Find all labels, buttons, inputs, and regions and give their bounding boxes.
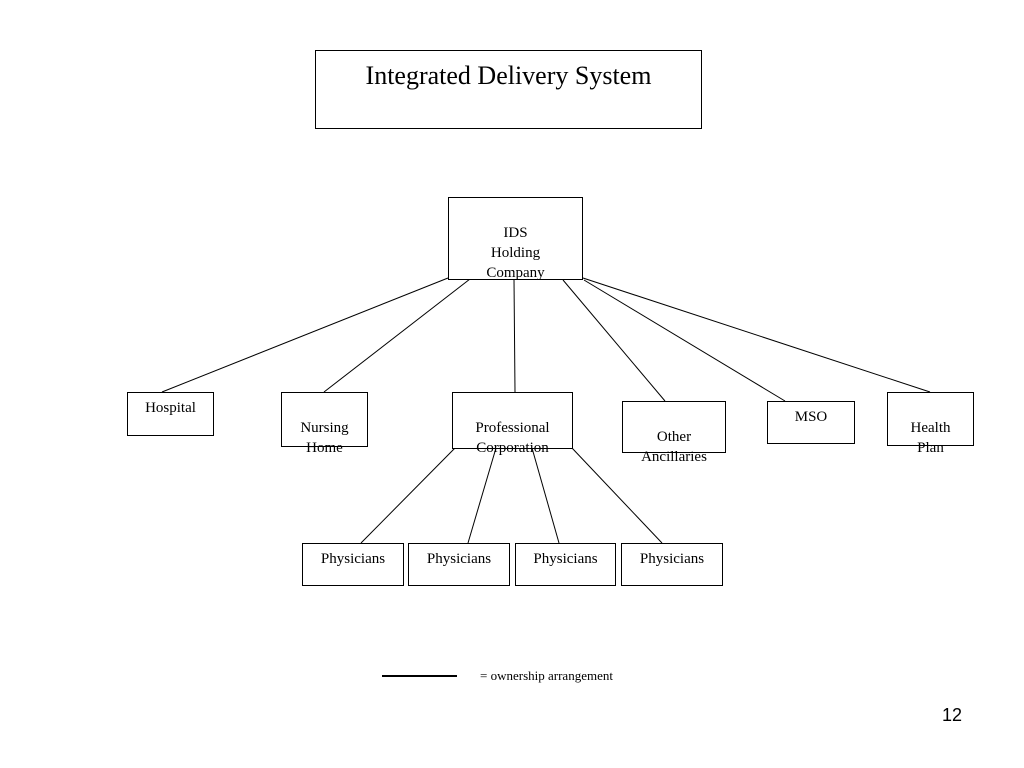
health-plan-box: Health Plan bbox=[887, 392, 974, 456]
connector-holding-professional-corporation bbox=[513, 278, 516, 393]
connector-holding-health-plan bbox=[582, 277, 931, 393]
title-box: Integrated Delivery System bbox=[315, 50, 702, 129]
connector-pc-physicians-2 bbox=[467, 447, 497, 544]
connector-holding-nursing-home bbox=[323, 278, 471, 393]
physicians-label: Physicians bbox=[426, 551, 492, 567]
other-ancillaries-box: Other Ancillaries bbox=[622, 401, 726, 465]
legend-label: = ownership arrangement bbox=[480, 668, 613, 683]
page-number: 12 bbox=[941, 705, 962, 725]
physicians-box: Physicians bbox=[408, 543, 510, 586]
professional-corporation-box: Professional Corporation bbox=[452, 392, 573, 456]
physicians-label: Physicians bbox=[533, 551, 598, 567]
physicians-label: Physicians bbox=[320, 551, 386, 567]
connector-pc-physicians-4 bbox=[571, 447, 663, 544]
legend-line-sample bbox=[382, 675, 457, 677]
connector-pc-physicians-1 bbox=[360, 447, 456, 544]
health-plan-label: Health Plan bbox=[910, 420, 951, 456]
nursing-home-label: Nursing Home bbox=[300, 420, 349, 456]
mso-box: MSO bbox=[767, 401, 855, 444]
ids-holding-company-label: IDS Holding Company bbox=[486, 225, 545, 281]
hospital-box: Hospital bbox=[127, 392, 214, 436]
physicians-box: Physicians bbox=[515, 543, 616, 586]
physicians-box: Physicians bbox=[621, 543, 723, 586]
hospital-label: Hospital bbox=[145, 400, 196, 416]
other-ancillaries-label: Other Ancillaries bbox=[641, 429, 707, 465]
professional-corporation-label: Professional Corporation bbox=[475, 420, 550, 456]
physicians-label: Physicians bbox=[639, 551, 705, 567]
ids-holding-company-box: IDS Holding Company bbox=[448, 197, 583, 281]
connector-pc-physicians-3 bbox=[531, 447, 560, 544]
physicians-box: Physicians bbox=[302, 543, 404, 586]
connector-holding-mso bbox=[583, 279, 786, 402]
nursing-home-box: Nursing Home bbox=[281, 392, 368, 456]
slide-title: Integrated Delivery System bbox=[365, 61, 652, 90]
mso-label: MSO bbox=[794, 409, 828, 425]
connector-holding-hospital bbox=[161, 277, 449, 393]
connector-holding-other-ancillaries bbox=[562, 279, 666, 402]
